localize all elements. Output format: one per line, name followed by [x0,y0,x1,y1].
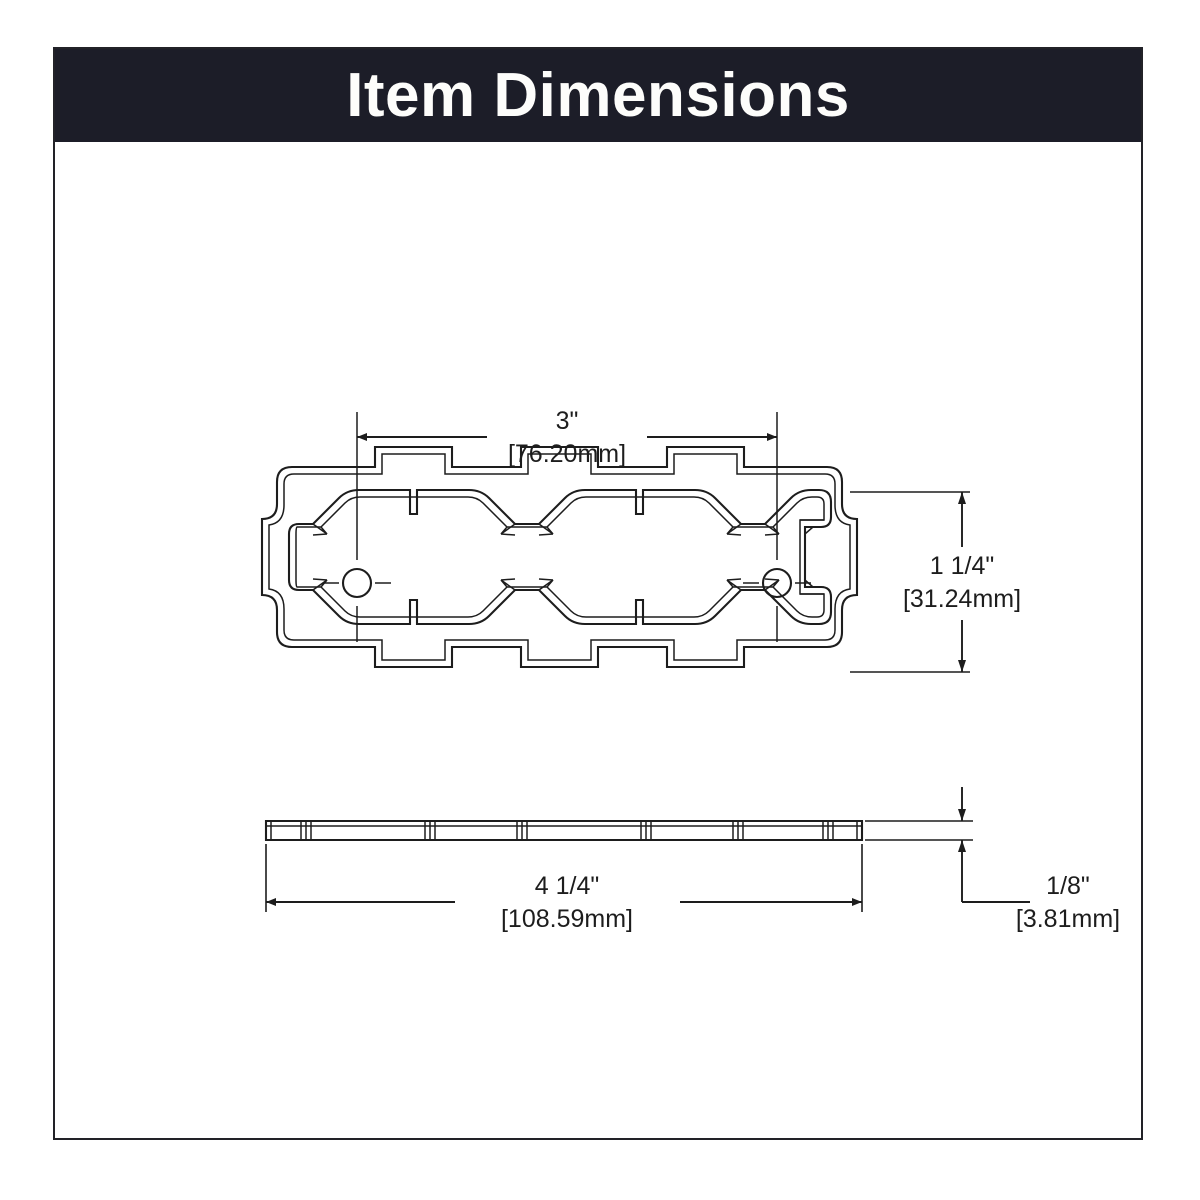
chamfer-lines [312,523,814,591]
page-title: Item Dimensions [346,60,850,130]
recessed-panel [287,488,833,626]
thickness-dimension: 1/8" [3.81mm] [865,787,1120,933]
recess-wall-ticks [409,490,824,624]
length-inches: 4 1/4" [535,872,599,900]
height-dimension: 1 1/4" [31.24mm] [850,491,1021,673]
height-inches: 1 1/4" [930,552,994,580]
hole-spacing-inches: 3" [556,407,579,435]
technical-drawing: 3" [76.20mm] 1 1/4" [55,142,1141,1138]
length-metric: [108.59mm] [501,905,633,933]
thickness-inches: 1/8" [1046,872,1090,900]
front-view-svg: 3" [76.20mm] 1 1/4" [260,407,1120,933]
drawing-frame: Item Dimensions [53,47,1143,1140]
backplate-outline [260,445,859,669]
side-view-ribs [300,821,834,840]
title-banner: Item Dimensions [55,49,1141,142]
side-view [264,819,864,842]
length-dimension: 4 1/4" [108.59mm] [265,844,863,933]
height-metric: [31.24mm] [903,585,1021,613]
hole-spacing-metric: [76.20mm] [508,440,626,468]
hole-spacing-dimension: 3" [76.20mm] [357,407,777,468]
thickness-metric: [3.81mm] [1016,905,1120,933]
screw-hole-left [323,412,391,642]
